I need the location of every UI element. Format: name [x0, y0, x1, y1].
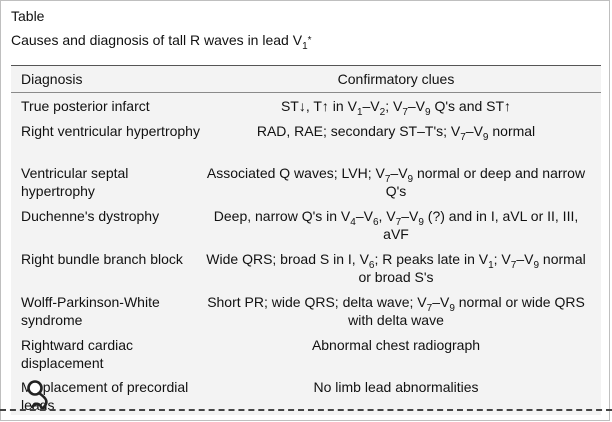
- lead-subscript: 1: [356, 106, 363, 118]
- row-diagnosis: True posterior infarct: [21, 98, 150, 114]
- lead-subscript: 7: [395, 216, 402, 228]
- lead-subscript: 7: [426, 302, 433, 314]
- lead-subscript: 9: [407, 173, 414, 185]
- page-cut-line: [0, 409, 612, 411]
- row-diagnosis: Right ventricular hypertrophy: [21, 123, 200, 139]
- lead-subscript: 7: [384, 173, 391, 185]
- table-header-rule: [11, 92, 601, 93]
- lead-subscript: 9: [449, 302, 455, 314]
- row-confirmatory-clue: Wide QRS; broad S in I, V6; R peaks late…: [206, 251, 586, 285]
- row-confirmatory-clue: Abnormal chest radiograph: [311, 337, 481, 353]
- lead-subscript: 9: [533, 259, 540, 271]
- column-header-diagnosis: Diagnosis: [21, 71, 83, 87]
- drag-handle-icon[interactable]: [26, 376, 52, 412]
- caption-footnote-mark: *: [307, 35, 312, 46]
- caption-text: Causes and diagnosis of tall R waves in …: [11, 32, 303, 48]
- lead-subscript: 7: [460, 131, 466, 143]
- diagnosis-table: Diagnosis Confirmatory clues True poster…: [11, 65, 601, 415]
- row-confirmatory-clue: No limb lead abnormalities: [313, 379, 479, 395]
- row-diagnosis: Wolff-Parkinson-White syndrome: [21, 294, 160, 328]
- table-caption: Causes and diagnosis of tall R waves in …: [11, 32, 312, 52]
- row-diagnosis: Duchenne's dystrophy: [21, 208, 160, 224]
- column-header-confirmatory-clues: Confirmatory clues: [337, 71, 455, 87]
- lead-subscript: 7: [402, 106, 408, 118]
- lead-subscript: 6: [368, 259, 375, 271]
- lead-subscript: 9: [482, 131, 489, 143]
- table-top-rule: [11, 65, 601, 66]
- lead-subscript: 2: [379, 106, 386, 118]
- row-confirmatory-clue: Short PR; wide QRS; delta wave; V7–V9 no…: [207, 294, 585, 328]
- row-confirmatory-clue: RAD, RAE; secondary ST–T's; V7–V9 normal: [256, 123, 536, 143]
- lead-subscript: 4: [350, 216, 356, 228]
- lead-subscript: 9: [418, 216, 424, 228]
- lead-subscript: 7: [510, 259, 517, 271]
- row-confirmatory-clue: Deep, narrow Q's in V4–V6, V7–V9 (?) and…: [213, 208, 579, 242]
- lead-subscript: 1: [488, 259, 494, 271]
- row-diagnosis: Rightward cardiac displacement: [21, 337, 134, 371]
- caption-subscript: 1: [302, 40, 308, 52]
- row-confirmatory-clue: ST↓, T↑ in V1–V2; V7–V9 Q's and ST↑: [280, 98, 512, 118]
- row-diagnosis: Right bundle branch block: [21, 251, 183, 267]
- row-diagnosis: Ventricular septal hypertrophy: [21, 165, 129, 199]
- table-label: Table: [11, 8, 45, 24]
- lead-subscript: 6: [372, 216, 379, 228]
- row-confirmatory-clue: Associated Q waves; LVH; V7–V9 normal or…: [206, 165, 586, 199]
- lead-subscript: 9: [425, 106, 431, 118]
